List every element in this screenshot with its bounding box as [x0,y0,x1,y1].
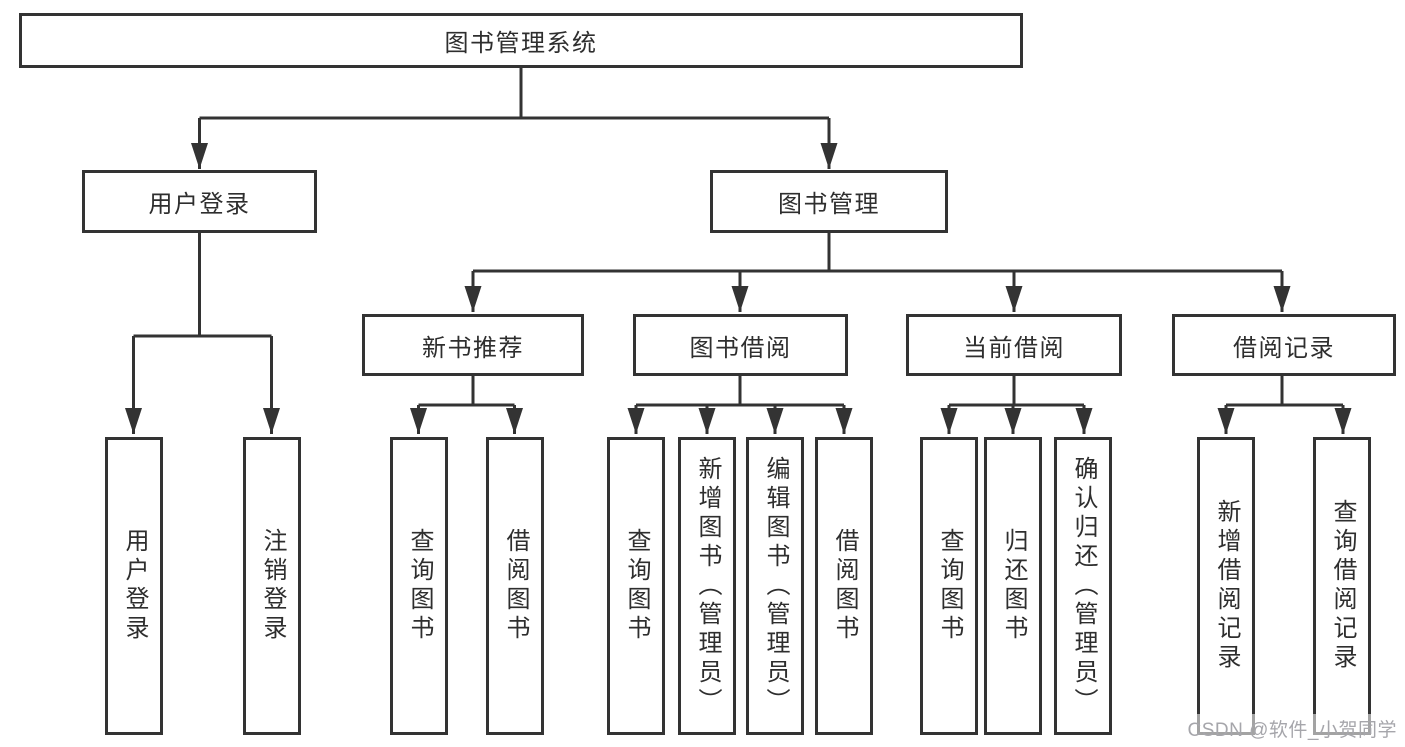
leaf-label: 查询图书 [936,528,963,644]
leaf-label: 新增图书（管理员） [694,455,721,717]
leaf-label: 注销登录 [259,528,286,644]
watermark-text: CSDN @软件_小贺同学 [1185,714,1399,743]
leaf-query-borrow-record: 查询借阅记录 [1313,437,1371,735]
leaf-label: 归还图书 [1000,528,1027,644]
leaf-label: 确认归还（管理员） [1070,455,1097,717]
leaf-label: 新增借阅记录 [1213,499,1240,673]
leaf-query-books-recommend: 查询图书 [390,437,448,735]
node-borrowing-records: 借阅记录 [1172,314,1396,376]
node-book-borrowing: 图书借阅 [633,314,848,376]
connector-user-login-to-leaves [125,231,280,434]
connector-book-borrowing-to-leaves [627,374,853,434]
connector-borrowing-records-to-leaves [1217,374,1352,434]
node-user-login: 用户登录 [82,170,317,233]
leaf-query-books-borrowing: 查询图书 [607,437,665,735]
connector-book-management-to-level3 [464,231,1291,312]
leaf-edit-books-admin: 编辑图书（管理员） [746,437,804,735]
leaf-borrow-books: 借阅图书 [815,437,873,735]
connector-current-borrowing-to-leaves [940,374,1093,434]
connector-root-to-level2 [191,66,838,169]
leaf-label: 查询图书 [623,528,650,644]
leaf-label: 借阅图书 [831,528,858,644]
leaf-confirm-return-admin: 确认归还（管理员） [1054,437,1112,735]
leaf-label: 查询图书 [406,528,433,644]
node-new-book-recommendation: 新书推荐 [362,314,584,376]
leaf-add-borrow-record: 新增借阅记录 [1197,437,1255,735]
node-book-management: 图书管理 [710,170,948,233]
leaf-label: 查询借阅记录 [1329,499,1356,673]
leaf-user-login: 用户登录 [105,437,163,735]
leaf-add-books-admin: 新增图书（管理员） [678,437,736,735]
connector-new-book-to-leaves [410,374,523,434]
leaf-return-books: 归还图书 [984,437,1042,735]
leaf-logout: 注销登录 [243,437,301,735]
leaf-label: 用户登录 [121,528,148,644]
node-library-management-system: 图书管理系统 [19,13,1023,68]
leaf-borrow-books-recommend: 借阅图书 [486,437,544,735]
leaf-label: 借阅图书 [502,528,529,644]
node-current-borrowing: 当前借阅 [906,314,1122,376]
leaf-label: 编辑图书（管理员） [762,455,789,717]
leaf-query-books-current: 查询图书 [920,437,978,735]
